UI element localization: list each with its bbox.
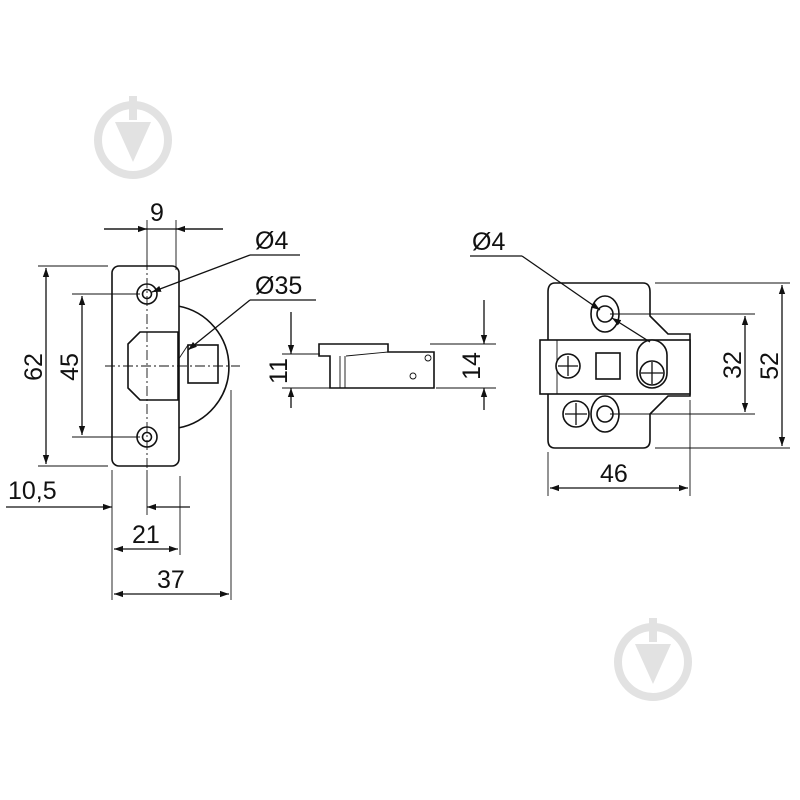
screw-left-bottom: [562, 400, 590, 428]
plate-dim-label-46: 46: [600, 460, 628, 488]
plate-square-slot: [595, 352, 621, 380]
dim-label-11: 11: [265, 358, 293, 384]
dim-label-62: 62: [20, 353, 48, 381]
hinge-side-profile: [318, 343, 435, 389]
dim-label-14: 14: [458, 352, 486, 380]
front-view: 9 Ø4 Ø35 62 45 10,5 21 37: [6, 199, 316, 600]
plate-dim-label-32: 32: [719, 351, 747, 379]
dim-label-9: 9: [150, 199, 164, 227]
hinge-body: [127, 331, 179, 401]
hinge-square-slot: [187, 344, 219, 384]
plate-dim-label-52: 52: [756, 352, 784, 380]
plate-dim-label-hole-diameter: Ø4: [472, 228, 505, 256]
watermark-logo-top: [94, 96, 172, 179]
dim-label-21: 21: [132, 521, 160, 549]
dim-label-45: 45: [56, 353, 84, 381]
screw-left-top: [555, 353, 581, 379]
side-view: 11 14: [265, 300, 496, 410]
dim-label-hole-diameter: Ø4: [255, 227, 288, 255]
watermark-logo-bottom: [614, 618, 692, 701]
screw-adjust-slot: [636, 339, 668, 389]
dim-label-10-5: 10,5: [8, 477, 57, 505]
plate-hole-bottom: [590, 395, 620, 433]
plate-view: Ø4 32 52 46: [470, 228, 790, 496]
dim-label-cup-diameter: Ø35: [255, 272, 302, 300]
dim-label-37: 37: [157, 566, 185, 594]
